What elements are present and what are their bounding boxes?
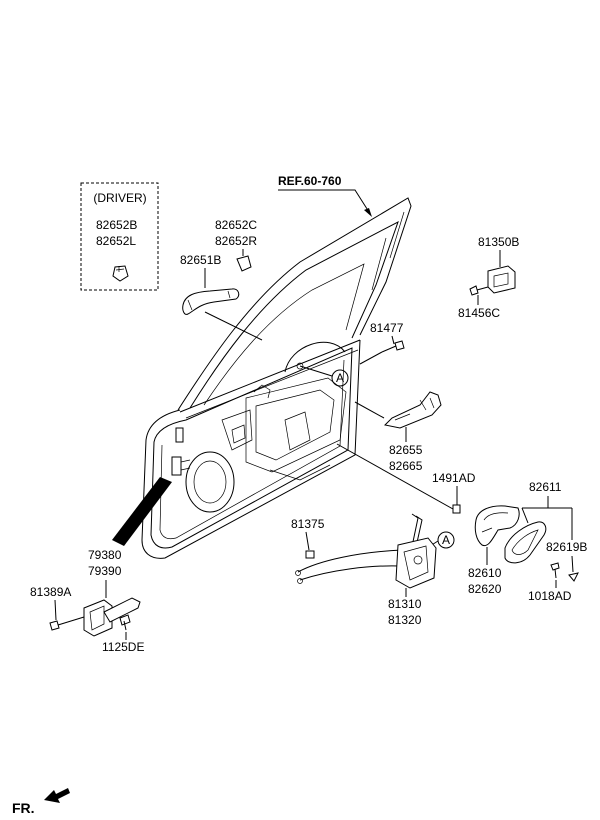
door-body <box>141 197 412 559</box>
driver-handle-cover-part <box>112 265 129 282</box>
front-arrow-icon <box>44 788 70 803</box>
bolt-1125de-callout: 1125DE <box>102 614 144 654</box>
inside-handle-assy-callout: 82611 <box>521 480 573 540</box>
part-label-81477: 81477 <box>370 321 404 335</box>
pointer-wedge <box>112 477 172 546</box>
part-label-82655: 82655 <box>389 443 423 457</box>
outside-handle-callout: 82651B <box>180 253 263 341</box>
connector-marker-label: A <box>442 533 450 547</box>
part-label-82652c: 82652C <box>215 218 257 232</box>
part-label-81310: 81310 <box>388 597 422 611</box>
reference-callout: REF.60-760 <box>278 174 372 217</box>
driver-note: (DRIVER) <box>93 191 146 205</box>
latch-callout: 81310 81320 <box>295 513 437 627</box>
cover-82619b-callout: 82619B <box>546 540 587 582</box>
part-label-82652b: 82652B <box>96 218 137 232</box>
striker-bolt-callout: 81456C <box>458 285 500 320</box>
driver-box: (DRIVER) 82652B 82652L <box>80 182 159 291</box>
connector-marker-a-upper: A <box>299 365 349 387</box>
striker-callout: 81350B <box>478 235 519 294</box>
part-label-82620: 82620 <box>468 582 502 596</box>
checker-callout: 79380 79390 <box>83 548 141 637</box>
front-indicator: FR. <box>12 788 70 816</box>
part-label-82610: 82610 <box>468 566 502 580</box>
clip-1491ad-callout: 1491AD <box>336 443 476 514</box>
reference-label: REF.60-760 <box>278 174 342 188</box>
handle-cover-callout: 82652C 82652R <box>215 218 257 272</box>
part-label-82652r: 82652R <box>215 234 257 248</box>
inside-handle-housing-callout: 82610 82620 <box>468 505 520 596</box>
connector-marker-label: A <box>336 371 344 385</box>
part-label-82651b: 82651B <box>180 253 221 267</box>
part-label-81350b: 81350B <box>478 235 519 249</box>
bolt-81389a-callout: 81389A <box>30 585 85 631</box>
part-label-82652l: 82652L <box>96 234 136 248</box>
part-label-1125de: 1125DE <box>102 640 144 654</box>
part-label-79380: 79380 <box>88 548 122 562</box>
part-label-81456c: 81456C <box>458 306 500 320</box>
front-indicator-label: FR. <box>12 800 35 816</box>
part-label-79390: 79390 <box>88 564 122 578</box>
part-label-81389a: 81389A <box>30 585 71 599</box>
part-label-82665: 82665 <box>389 459 423 473</box>
part-label-1018ad: 1018AD <box>528 589 572 603</box>
part-label-1491ad: 1491AD <box>432 471 476 485</box>
part-label-82611: 82611 <box>529 480 562 494</box>
screw-1018ad-callout: 1018AD <box>528 562 572 603</box>
part-label-82619b: 82619B <box>546 540 587 554</box>
part-label-81375: 81375 <box>291 517 325 531</box>
clip-81375-callout: 81375 <box>291 517 325 559</box>
inside-handle-rod-callout: 82655 82665 <box>354 391 442 473</box>
inside-handle-part <box>504 521 547 564</box>
bolt-81477-callout: 81477 <box>359 321 405 365</box>
part-label-81320: 81320 <box>388 613 422 627</box>
